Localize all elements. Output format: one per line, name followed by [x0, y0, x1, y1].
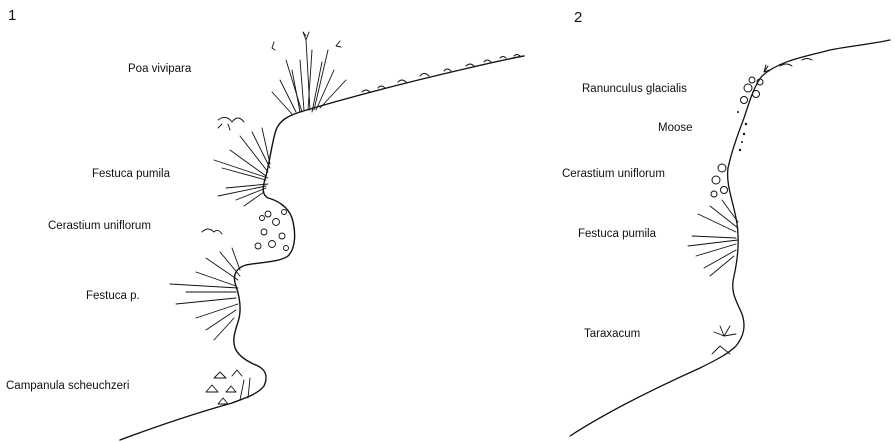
scree-marks [362, 55, 520, 93]
cerastium-drawing [711, 164, 728, 197]
profile-panel-1: 1 Poa vivipara Festuca pumila Cerastium … [0, 0, 540, 442]
label-campanula-scheuchzeri: Campanula scheuchzeri [6, 381, 129, 393]
festuca-lower-drawing [170, 248, 240, 340]
label-festuca-pumila: Festuca pumila [92, 169, 170, 181]
panel-number: 2 [574, 10, 582, 25]
panel-number: 1 [8, 8, 16, 23]
label-cerastium-uniflorum: Cerastium uniflorum [562, 169, 665, 181]
rock-profile-drawing-2 [540, 0, 895, 442]
label-festuca-pumila: Festuca pumila [578, 229, 656, 241]
label-festuca-p: Festuca p. [86, 291, 140, 303]
label-cerastium-uniflorum: Cerastium uniflorum [48, 221, 151, 233]
label-taraxacum: Taraxacum [584, 329, 640, 341]
label-poa-vivipara: Poa vivipara [128, 64, 191, 76]
label-moose: Moose [658, 123, 693, 135]
rock-outline [120, 56, 524, 440]
festuca-pumila-upper-drawing [214, 128, 270, 206]
poa-vivipara-drawing [218, 32, 346, 130]
profile-panel-2: 2 Ranunculus glacialis Moose Cerastium u… [540, 0, 895, 442]
label-ranunculus-glacialis: Ranunculus glacialis [582, 84, 687, 96]
festuca-pumila-drawing [688, 200, 738, 276]
cerastium-cushion-drawing [202, 210, 289, 251]
